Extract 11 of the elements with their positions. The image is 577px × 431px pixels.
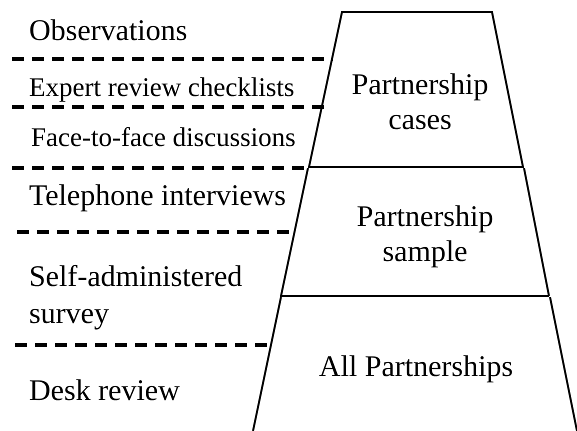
- pyramid-band: [252, 297, 577, 431]
- band-label: Partnership sample: [356, 199, 494, 269]
- method-label: Face-to-face discussions: [31, 121, 297, 154]
- method-label: Self-administered survey: [29, 259, 244, 332]
- band-label: Partnership cases: [350, 67, 490, 137]
- method-label: Expert review checklists: [29, 71, 296, 104]
- method-label: Observations: [29, 13, 188, 49]
- pyramid-band: [308, 11, 524, 168]
- method-label: Desk review: [29, 373, 181, 409]
- band-label: All Partnerships: [318, 349, 514, 384]
- method-label: Telephone interviews: [29, 178, 287, 214]
